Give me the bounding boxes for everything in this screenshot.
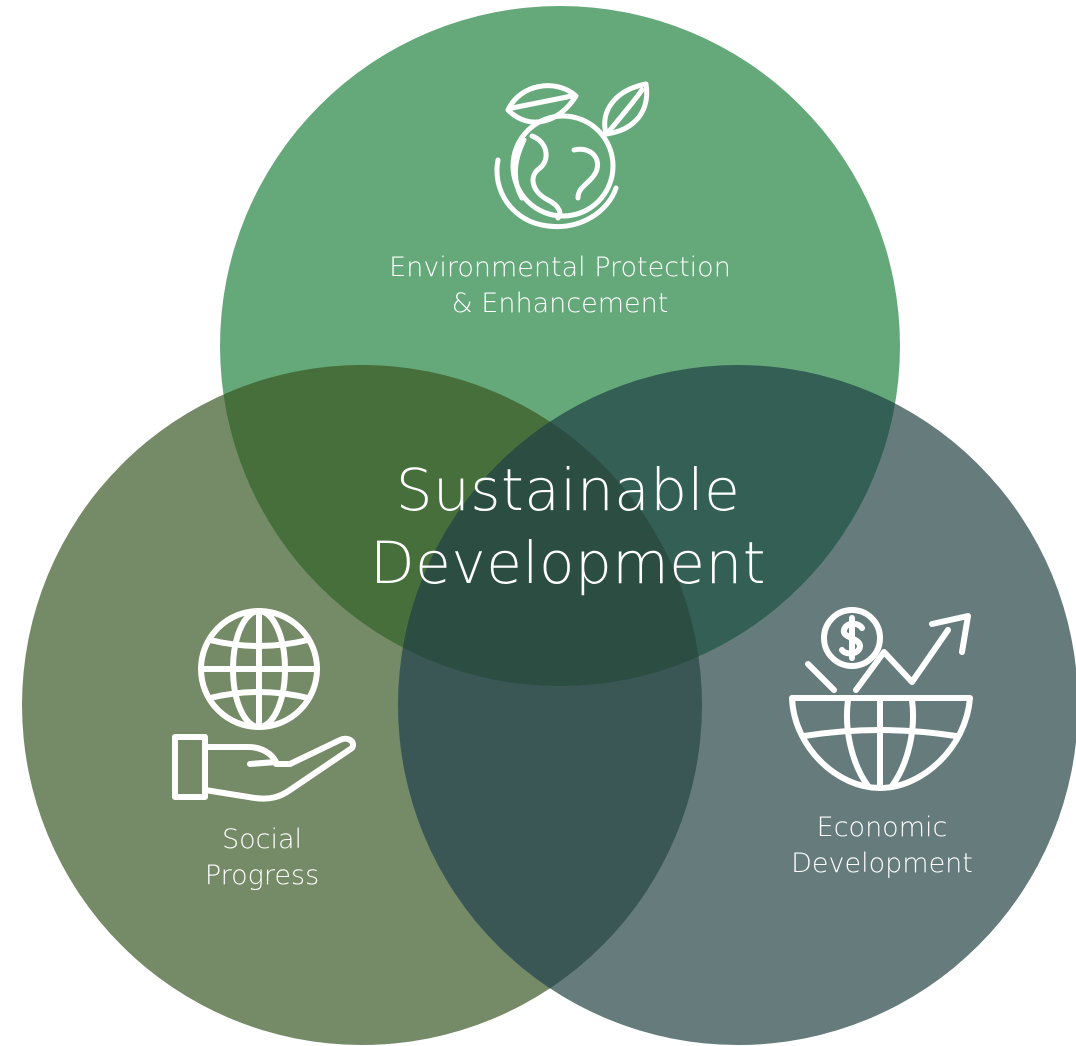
social-label-line2: Progress [204, 859, 320, 891]
environmental-label: Environmental Protection & Enhancement [389, 250, 731, 321]
leaf-globe-icon [494, 81, 650, 230]
social-label: Social Progress [205, 822, 319, 893]
environmental-label-line2: & Enhancement [451, 287, 669, 319]
environmental-label-line1: Environmental Protection [389, 252, 731, 283]
economic-label: Economic Development [791, 810, 973, 881]
hand-globe-icon [172, 608, 356, 802]
dollar-growth-globe-icon [789, 607, 973, 791]
center-title-line1: Sustainable [395, 456, 741, 524]
sustainable-development-overlap [398, 365, 702, 686]
economic-label-line1: Economic [816, 812, 948, 843]
center-title: Sustainable Development [370, 454, 766, 599]
center-title-line2: Development [370, 528, 766, 597]
social-label-line1: Social [221, 824, 303, 855]
economic-label-line2: Development [791, 847, 973, 879]
